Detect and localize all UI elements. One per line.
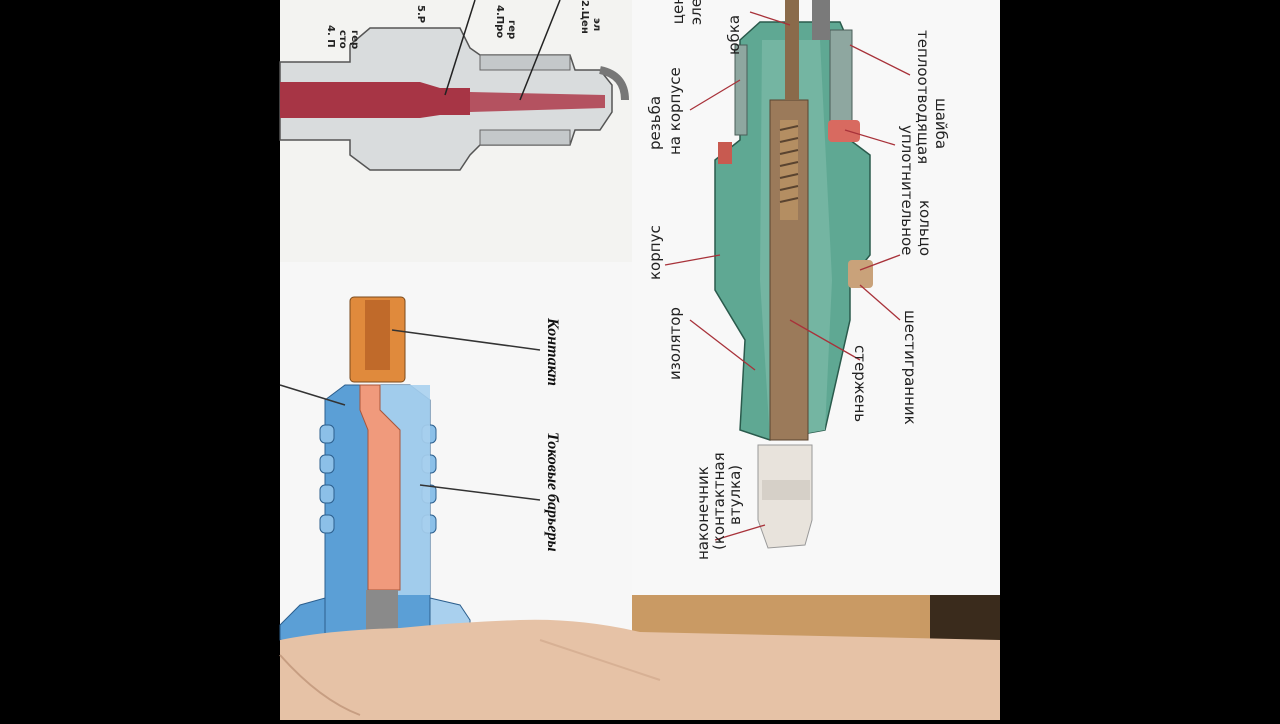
label-current-barriers: Токовые барьеры xyxy=(544,432,561,552)
label-top-3: гер xyxy=(349,30,360,49)
label-top-2: сто xyxy=(337,30,348,49)
spark-plug-drawing-vertical xyxy=(664,0,911,549)
label-tip-3: втулка) xyxy=(726,465,744,525)
label-seal-ring-1: уплотнительное xyxy=(898,125,916,255)
label-tip-2: (контактная xyxy=(710,452,728,550)
label-thread-1: резьба xyxy=(646,96,664,150)
left-letterbox xyxy=(0,0,280,720)
dark-gap xyxy=(930,592,1000,640)
label-rod: стержень xyxy=(851,345,869,422)
label-top-1: 4. П xyxy=(325,25,336,48)
spark-plug-drawing-horizontal xyxy=(279,0,629,171)
label-insulator: изолятор xyxy=(666,307,684,380)
label-top-6: гер xyxy=(506,20,517,39)
label-top-5: 4.Про xyxy=(494,5,505,38)
hand xyxy=(280,619,1000,720)
label-center-1: цен xyxy=(669,0,687,24)
right-letterbox xyxy=(1000,0,1280,720)
label-top-7: 2.Цен xyxy=(579,0,590,34)
hand-crease-2 xyxy=(539,639,661,681)
label-hex: шестигранник xyxy=(901,310,919,425)
label-heat-washer-2: шайба xyxy=(932,98,950,149)
label-tip-1: наконечник xyxy=(694,466,712,560)
label-skirt: юбка xyxy=(725,15,743,55)
label-seal-ring-2: кольцо xyxy=(916,200,934,256)
label-top-4: 5.Р xyxy=(415,5,426,23)
label-thread-2: на корпусе xyxy=(666,67,684,155)
label-heat-washer-1: теплоотводящая xyxy=(914,30,932,164)
label-top-8: эл xyxy=(591,18,602,31)
right-sheet-labels: цен эле юбка теплоотводящая шайба резьба… xyxy=(646,0,950,560)
hand-crease xyxy=(279,654,361,716)
label-center-2: эле xyxy=(687,0,705,25)
label-body: корпус xyxy=(646,225,664,280)
label-contact: Контакт xyxy=(544,317,561,386)
top-sheet-labels: 4. П сто гер 5.Р 4.Про гер 2.Цен эл xyxy=(325,0,602,49)
